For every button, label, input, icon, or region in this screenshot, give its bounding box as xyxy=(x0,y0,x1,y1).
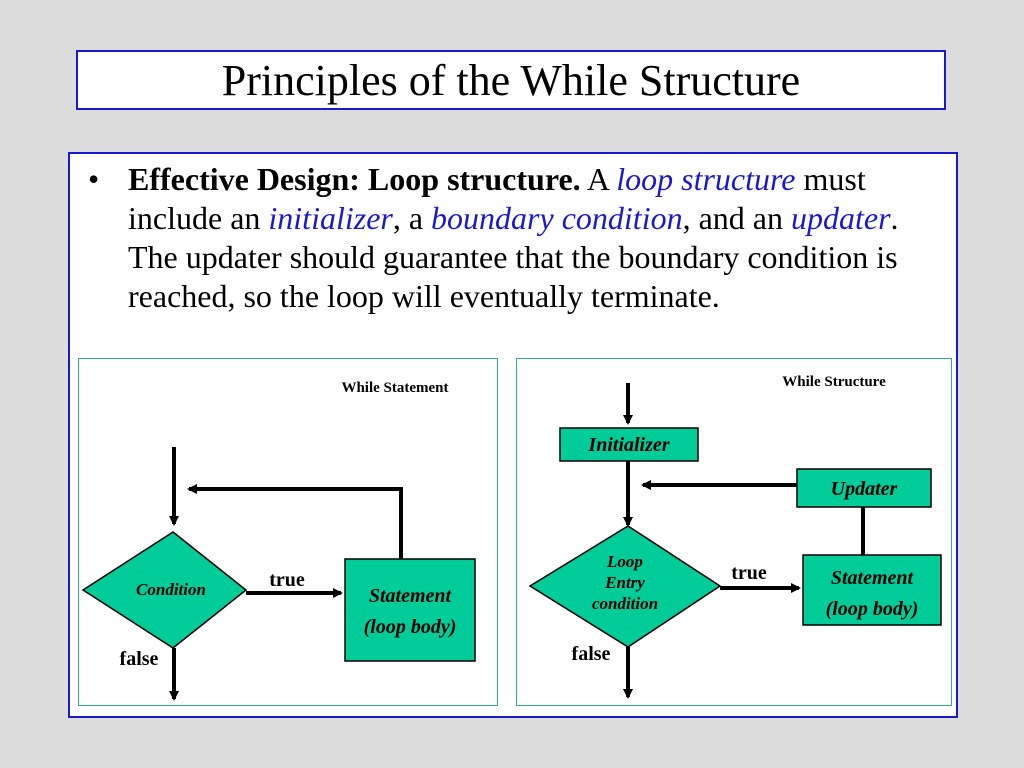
condition-label-line3: condition xyxy=(592,594,658,613)
content-box: • Effective Design: Loop structure. A lo… xyxy=(68,152,958,718)
bullet-icon: • xyxy=(88,161,100,197)
term-boundary-condition: boundary condition xyxy=(431,200,683,236)
statement-box xyxy=(344,558,476,662)
statement-label: Statement xyxy=(831,567,915,589)
bullet-text-2: must include an xyxy=(128,161,866,236)
loop-back-arrow xyxy=(187,484,403,559)
while-statement-panel: While Statement Condition true Statement… xyxy=(78,358,498,706)
while-structure-caption: While Structure xyxy=(782,374,886,390)
statement-box xyxy=(802,554,942,626)
while-structure-diagram: While Structure Initializer Updater Loop… xyxy=(528,374,942,699)
condition-label-line1: Loop xyxy=(606,552,643,571)
while-statement-caption: While Statement xyxy=(341,380,448,396)
bullet-point: • Effective Design: Loop structure. A lo… xyxy=(84,160,944,316)
statement-label: Statement xyxy=(369,585,453,607)
false-label: false xyxy=(120,648,159,670)
statement-sublabel: (loop body) xyxy=(826,598,919,620)
true-label: true xyxy=(731,562,767,584)
statement-sublabel: (loop body) xyxy=(364,616,457,638)
term-initializer: initializer xyxy=(268,200,393,236)
condition-label-line2: Entry xyxy=(604,573,645,592)
while-structure-panel: While Structure Initializer Updater Loop… xyxy=(516,358,952,706)
bullet-text-3: , a xyxy=(392,200,432,236)
true-label: true xyxy=(269,569,305,591)
while-statement-diagram: While Statement Condition true Statement… xyxy=(81,380,476,701)
bullet-text-1: A xyxy=(580,161,617,197)
term-loop-structure: loop structure xyxy=(616,161,796,197)
initializer-box xyxy=(559,427,699,462)
false-label: false xyxy=(572,643,611,665)
condition-label: Condition xyxy=(136,580,206,599)
updater-box xyxy=(796,468,932,508)
initializer-label: Initializer xyxy=(587,434,669,456)
page-title: Principles of the While Structure xyxy=(221,55,801,105)
bullet-lead: Effective Design: Loop structure. xyxy=(128,161,581,197)
bullet-text: Effective Design: Loop structure. A loop… xyxy=(128,160,944,316)
bullet-text-5: . The updater should guarantee that the … xyxy=(128,200,899,314)
title-box: Principles of the While Structure xyxy=(76,50,946,110)
term-updater: updater xyxy=(790,200,891,236)
bullet-text-4: , and an xyxy=(682,200,791,236)
updater-label: Updater xyxy=(831,478,898,500)
